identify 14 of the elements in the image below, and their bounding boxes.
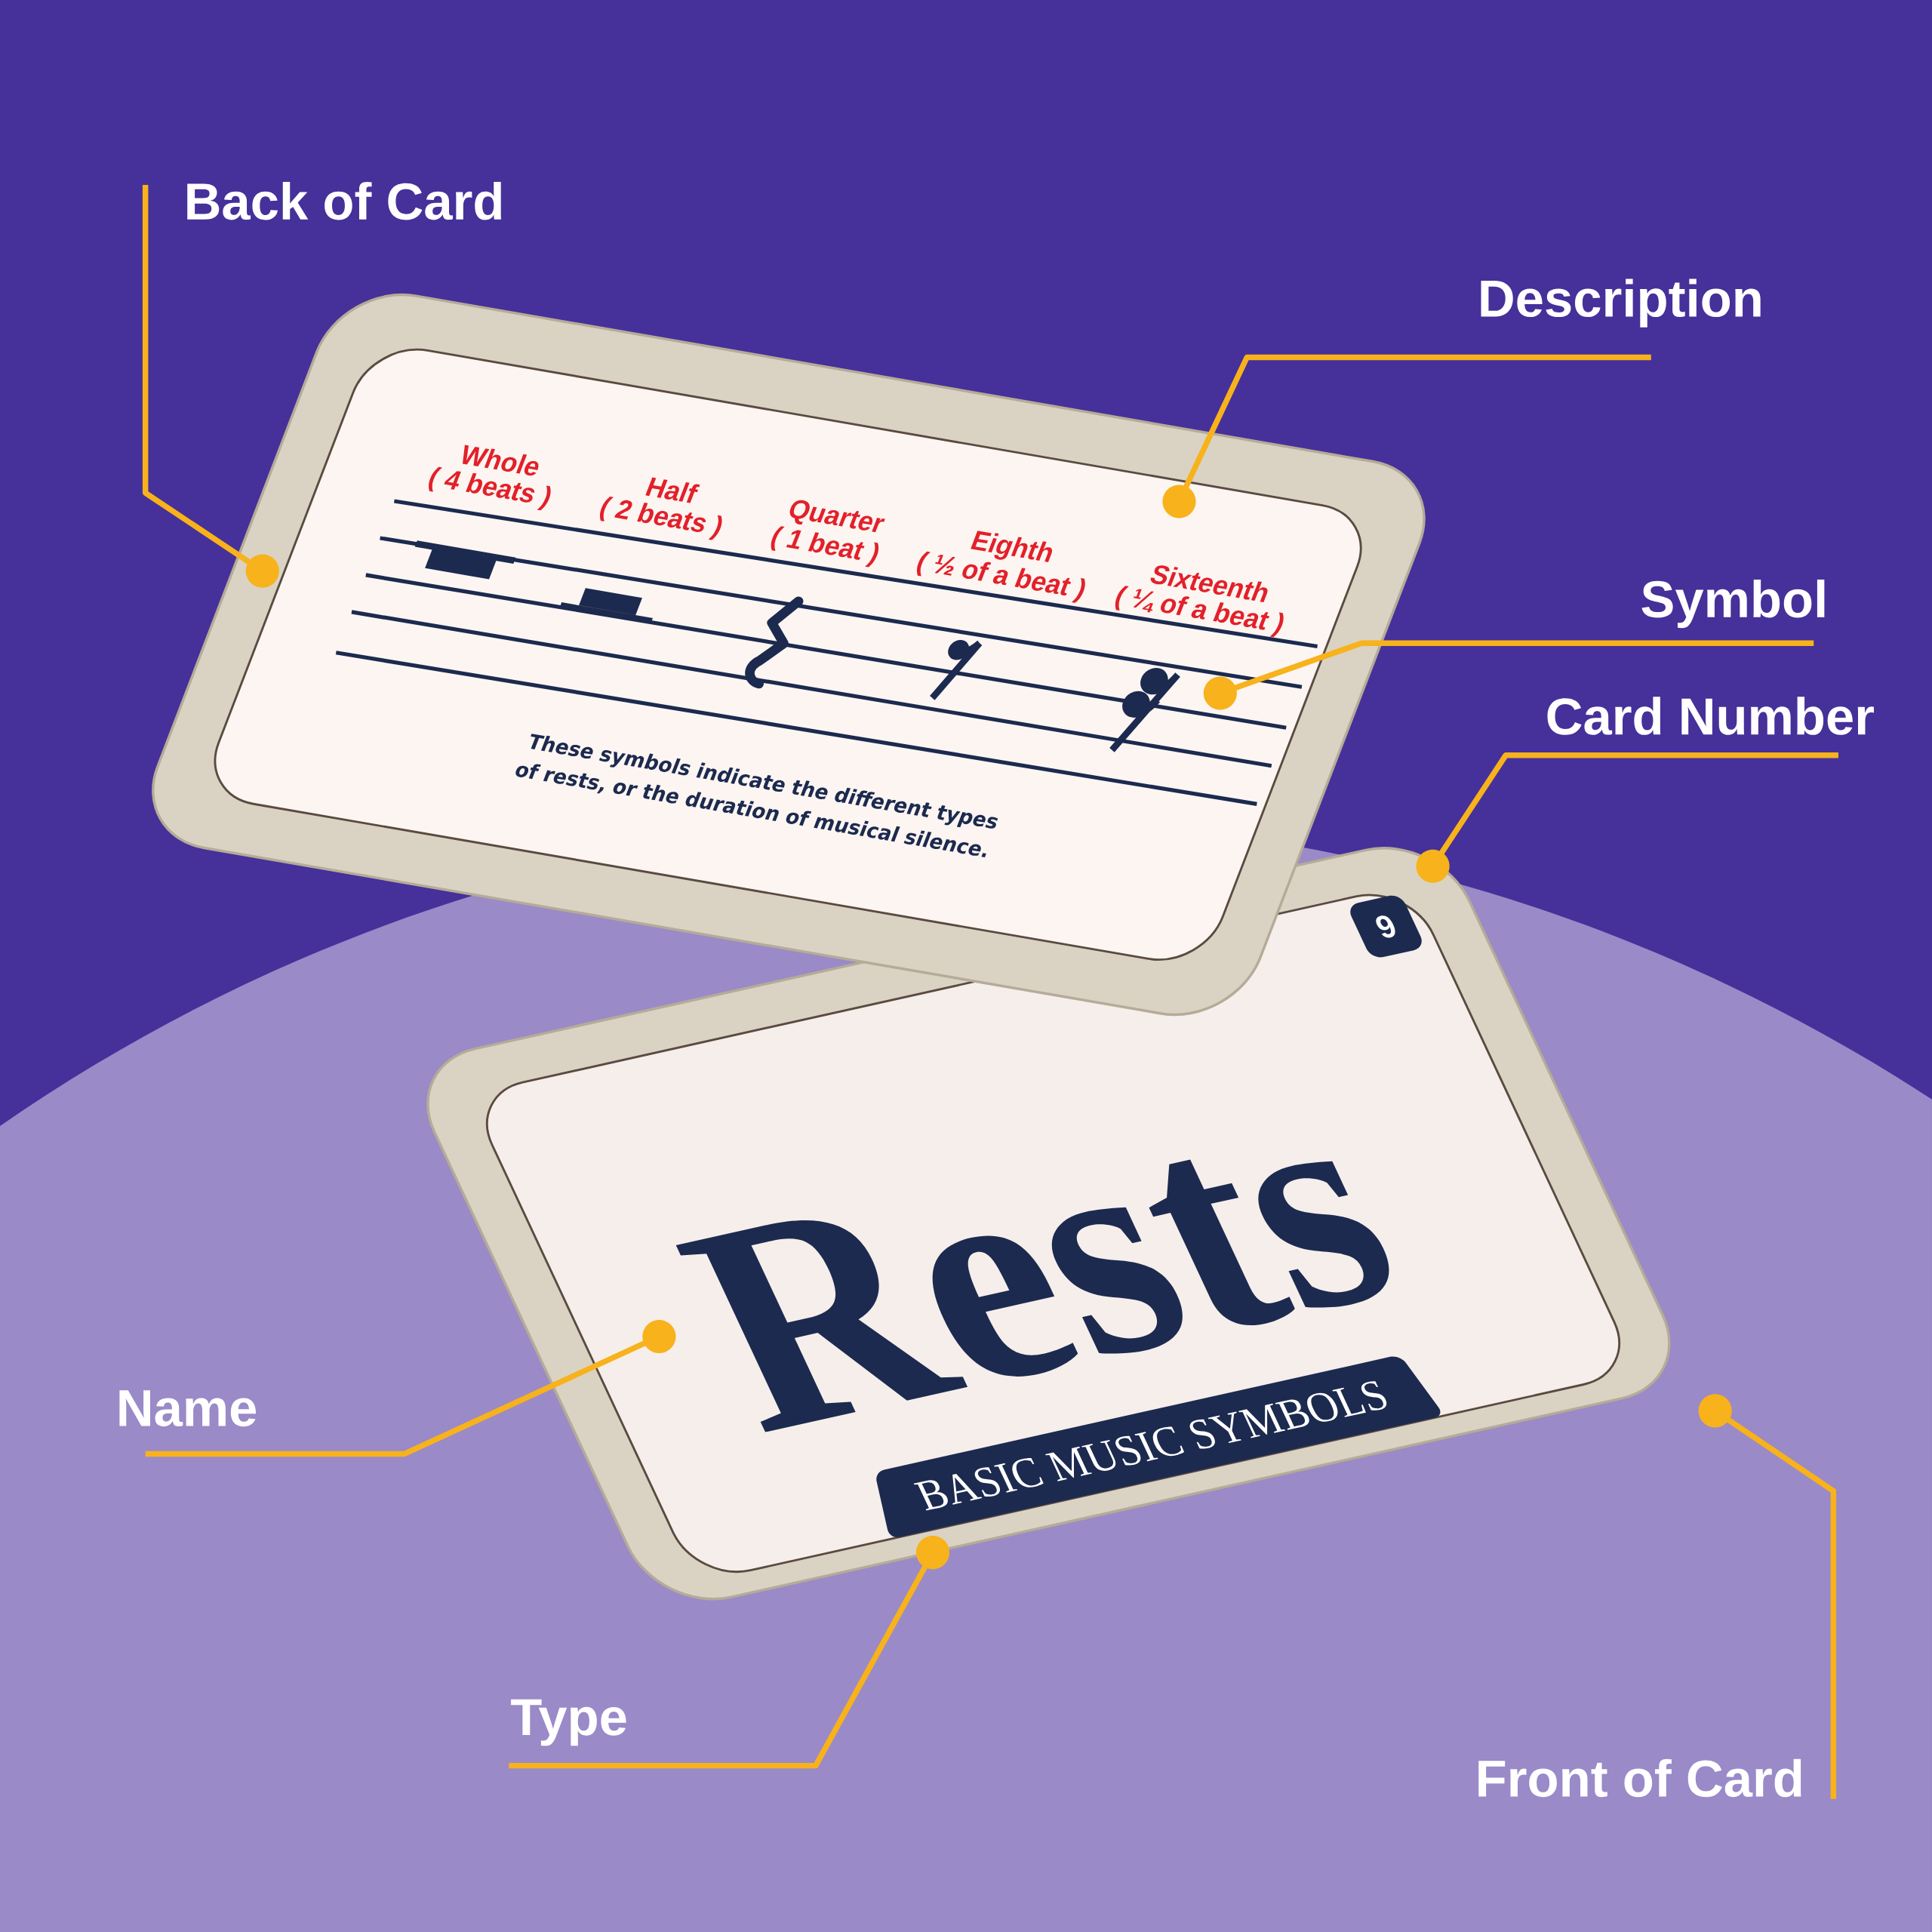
callout-label: Card Number: [1547, 697, 1874, 735]
description-text: These symbols indicate the different types of rests, or the duration of musical silence.: [515, 734, 998, 857]
leader-line: [142, 184, 279, 588]
callout-label: Name: [119, 1390, 257, 1427]
rest-label: Half: [645, 477, 700, 503]
callout-label: Back of Card: [187, 181, 501, 220]
callout-label: Symbol: [1641, 579, 1825, 629]
callout-label: Front of Card: [1478, 1758, 1801, 1798]
card-number-badge: 9: [1350, 895, 1422, 958]
callout-label: Type: [511, 1699, 626, 1746]
leader-line: [1203, 640, 1814, 710]
rest-symbol: [1109, 668, 1181, 754]
rest-label: Eighth: [971, 531, 1053, 562]
callout-label: Description: [1481, 278, 1761, 328]
